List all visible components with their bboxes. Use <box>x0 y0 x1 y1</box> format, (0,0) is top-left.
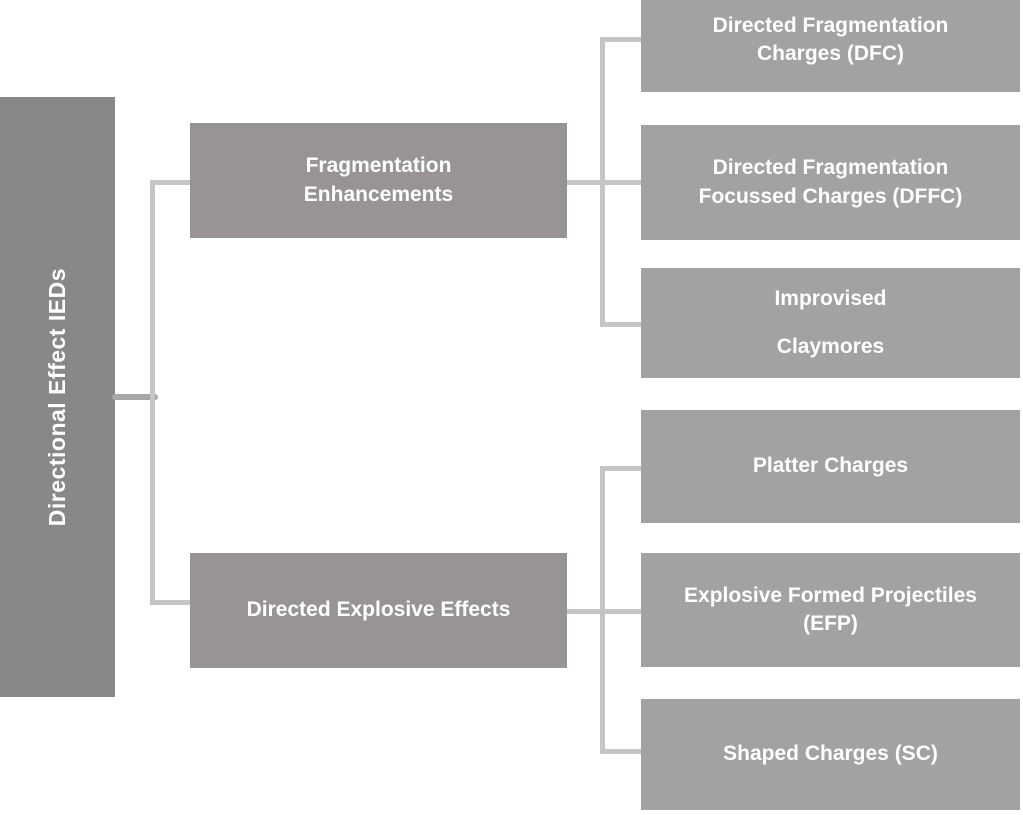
leaf-node-label: Shaped Charges (SC) <box>723 742 938 766</box>
branch-node-label: Fragmentation Enhancements <box>303 154 454 206</box>
root-node-directional-effect-ieds: Directional Effect IEDs <box>0 97 115 697</box>
leaf-node-shaped-charges: Shaped Charges (SC) <box>641 699 1020 810</box>
leaf-node-dfc: Directed Fragmentation Charges (DFC) <box>641 0 1020 92</box>
connector-branch1-to-claymores <box>600 322 641 327</box>
leaf-node-efp: Explosive Formed Projectiles (EFP) <box>641 553 1020 667</box>
connector-root-to-branch-2 <box>150 600 190 605</box>
connector-branch2-to-efp <box>567 609 641 614</box>
branch-node-directed-explosive-effects: Directed Explosive Effects <box>190 553 567 668</box>
branch-node-label: Directed Explosive Effects <box>246 598 511 622</box>
leaf-node-label: Directed Fragmentation Focussed Charges … <box>698 156 963 208</box>
leaf-node-label: Explosive Formed Projectiles (EFP) <box>684 583 977 635</box>
connector-branch2-to-shaped <box>600 749 641 754</box>
leaf-node-label: Directed Fragmentation Charges (DFC) <box>712 13 949 65</box>
leaf-node-label: Improvised Claymores <box>774 286 887 358</box>
connector-branch2-to-platter <box>600 466 641 471</box>
leaf-node-dffc: Directed Fragmentation Focussed Charges … <box>641 125 1020 240</box>
leaf-node-label: Platter Charges <box>752 454 909 478</box>
leaf-node-platter-charges: Platter Charges <box>641 410 1020 523</box>
connector-root-vertical <box>150 180 155 605</box>
branch-node-fragmentation-enhancements: Fragmentation Enhancements <box>190 123 567 238</box>
root-node-label: Directional Effect IEDs <box>43 267 70 527</box>
leaf-node-improvised-claymores: Improvised Claymores <box>641 268 1020 378</box>
connector-branch1-to-dffc <box>567 180 641 185</box>
connector-branch1-to-dfc <box>600 37 641 42</box>
connector-root-to-branch-1 <box>150 180 190 185</box>
connector-root-stub <box>112 394 158 400</box>
